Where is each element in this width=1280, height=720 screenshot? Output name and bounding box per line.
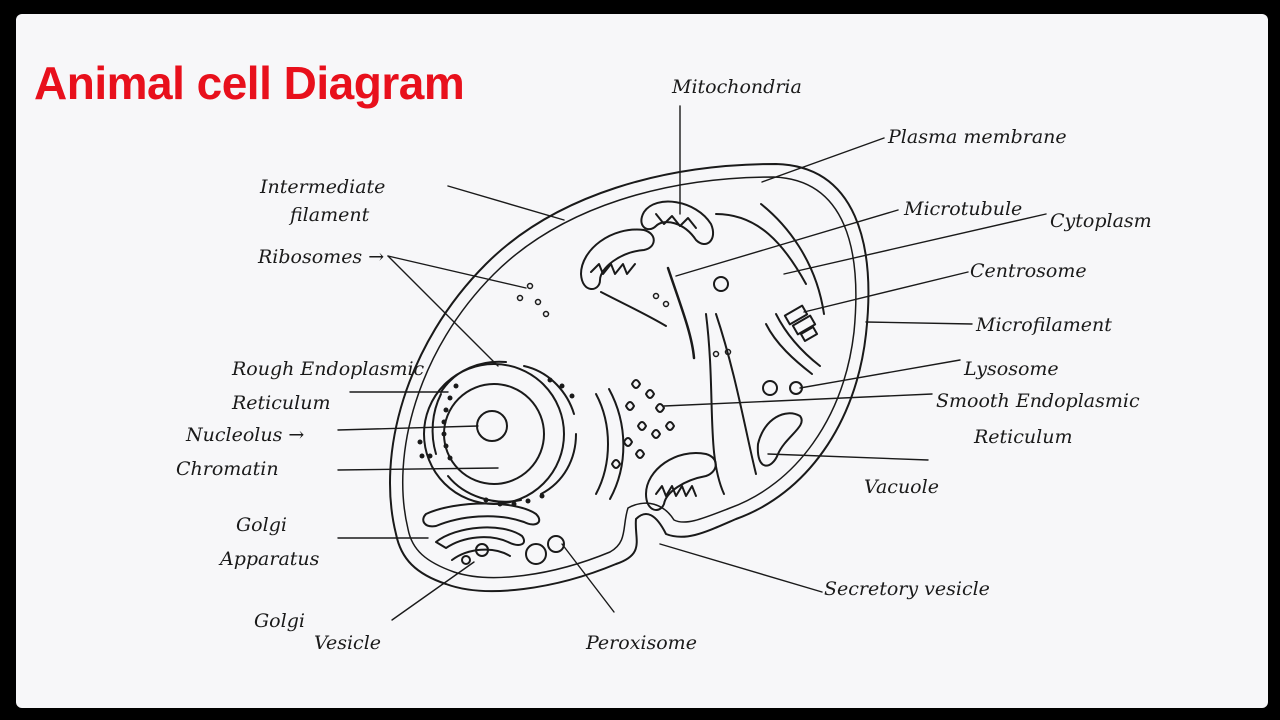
label-chromatin: Chromatin	[176, 458, 279, 480]
leader-ribosomes-a	[387, 255, 527, 289]
golgi-vesicle-shape	[461, 555, 471, 565]
cytoskeleton-strand	[705, 313, 725, 495]
intermediate-filament-shape	[600, 291, 667, 327]
microtubule-shape	[666, 266, 696, 360]
label-golgi-apparatus-line2: Apparatus	[220, 548, 320, 570]
cytoskeleton-strand	[760, 203, 825, 315]
leader-ribosomes-b	[387, 255, 499, 367]
label-cytoplasm: Cytoplasm	[1050, 210, 1152, 232]
label-mitochondria: Mitochondria	[672, 76, 802, 98]
label-peroxisome: Peroxisome	[586, 632, 697, 654]
cytoskeleton-strand	[715, 313, 757, 475]
leader-centrosome	[803, 271, 969, 313]
label-lysosome: Lysosome	[964, 358, 1059, 380]
label-microfilament: Microfilament	[976, 314, 1112, 336]
smooth-er-shape	[611, 379, 675, 469]
peroxisome-shape	[547, 535, 565, 553]
label-plasma-membrane: Plasma membrane	[888, 126, 1067, 148]
label-rough-er-line2: Reticulum	[232, 392, 331, 414]
leader-lysosome	[799, 359, 961, 389]
peroxisome-shape	[525, 543, 547, 565]
leader-plasma-membrane	[761, 137, 885, 183]
label-nucleolus: Nucleolus →	[186, 424, 305, 446]
leader-golgi-vesicle	[391, 561, 475, 621]
ribosome-dots	[417, 377, 575, 507]
label-golgi-vesicle-line2: Vesicle	[314, 632, 382, 654]
rough-er-shape	[431, 360, 625, 503]
label-golgi-apparatus-line1: Golgi	[236, 514, 287, 536]
leader-vacuole	[767, 453, 929, 461]
leader-smooth-er	[663, 393, 933, 407]
cytoplasm-inner-outline	[402, 176, 857, 579]
label-centrosome: Centrosome	[970, 260, 1087, 282]
animal-cell-illustration	[337, 105, 1047, 621]
leader-secretory-vesicle	[659, 543, 823, 593]
label-microtubule: Microtubule	[904, 198, 1023, 220]
leader-lines	[337, 105, 1047, 621]
leader-microfilament	[865, 321, 973, 325]
plasma-membrane-shape	[389, 163, 870, 592]
leader-chromatin	[337, 467, 499, 471]
diagram-title: Animal cell Diagram	[34, 57, 465, 109]
golgi-vesicle-shape	[475, 543, 489, 557]
label-intermediate-filament-line1: Intermediate	[260, 176, 386, 198]
mitochondrion-shape	[580, 228, 655, 290]
label-golgi-vesicle-line1: Golgi	[254, 610, 305, 632]
leader-intermediate-filament	[447, 185, 565, 221]
free-ribosomes	[516, 282, 732, 358]
label-ribosomes: Ribosomes →	[258, 246, 385, 268]
cytoskeleton-strand	[715, 213, 807, 285]
leader-nucleolus	[337, 425, 479, 431]
label-smooth-er-line2: Reticulum	[974, 426, 1073, 448]
label-vacuole: Vacuole	[864, 476, 939, 498]
vacuole-shape	[756, 412, 803, 467]
nucleolus-shape	[476, 410, 508, 442]
drawing-sheet: Animal cell Diagram	[16, 14, 1268, 708]
microfilament-shape	[765, 313, 821, 375]
label-rough-er-line1: Rough Endoplasmic	[232, 358, 425, 380]
leader-microtubule	[675, 209, 899, 277]
leader-cytoplasm	[783, 213, 1047, 275]
lysosome-shape	[762, 380, 778, 396]
vesicle-shape	[713, 276, 729, 292]
label-smooth-er-line1: Smooth Endoplasmic	[936, 390, 1140, 412]
leader-peroxisome	[561, 543, 615, 613]
centrosome-shape	[783, 304, 819, 342]
label-secretory-vesicle: Secretory vesicle	[824, 578, 990, 600]
mitochondrion-shape	[640, 200, 715, 245]
golgi-apparatus-shape	[422, 502, 541, 561]
mitochondrion-shape	[645, 452, 717, 511]
label-intermediate-filament-line2: filament	[290, 204, 370, 226]
